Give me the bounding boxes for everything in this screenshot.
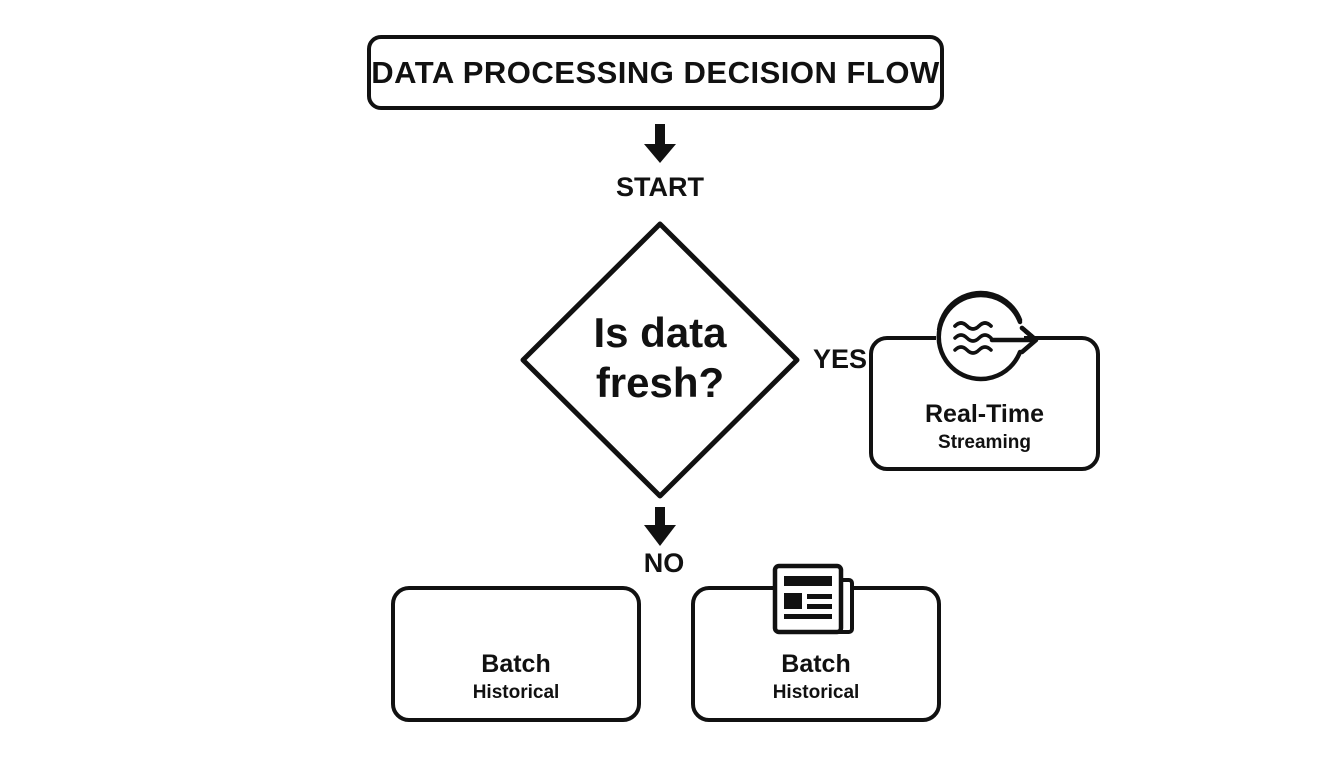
stream-node-subtitle: Streaming	[938, 432, 1031, 453]
decision-text: Is data fresh?	[535, 308, 785, 408]
decision-line-1: Is data	[593, 309, 727, 356]
start-label: START	[616, 172, 704, 202]
stream-node-title: Real-Time	[924, 400, 1045, 428]
arrow-diamond-to-no	[644, 507, 676, 546]
streaming-waves-arrow-icon	[936, 292, 1039, 382]
batch-node-2-title: Batch	[781, 650, 851, 678]
batch-node-1-title: Batch	[481, 650, 551, 678]
newspaper-icon	[772, 563, 854, 635]
batch-node-1: Batch Historical	[391, 586, 641, 722]
diagram-title: DATA PROCESSING DECISION FLOW	[371, 54, 940, 90]
batch-node-1-subtitle: Historical	[472, 682, 560, 703]
title-box: DATA PROCESSING DECISION FLOW	[367, 35, 944, 110]
arrow-title-to-start	[644, 124, 676, 163]
stream-node: Real-Time Streaming	[869, 336, 1100, 471]
batch-node-2-subtitle: Historical	[772, 682, 860, 703]
decision-diamond	[520, 221, 800, 499]
no-label: NO	[643, 548, 685, 578]
yes-label: YES	[812, 344, 868, 374]
decision-line-2: fresh?	[595, 359, 725, 406]
